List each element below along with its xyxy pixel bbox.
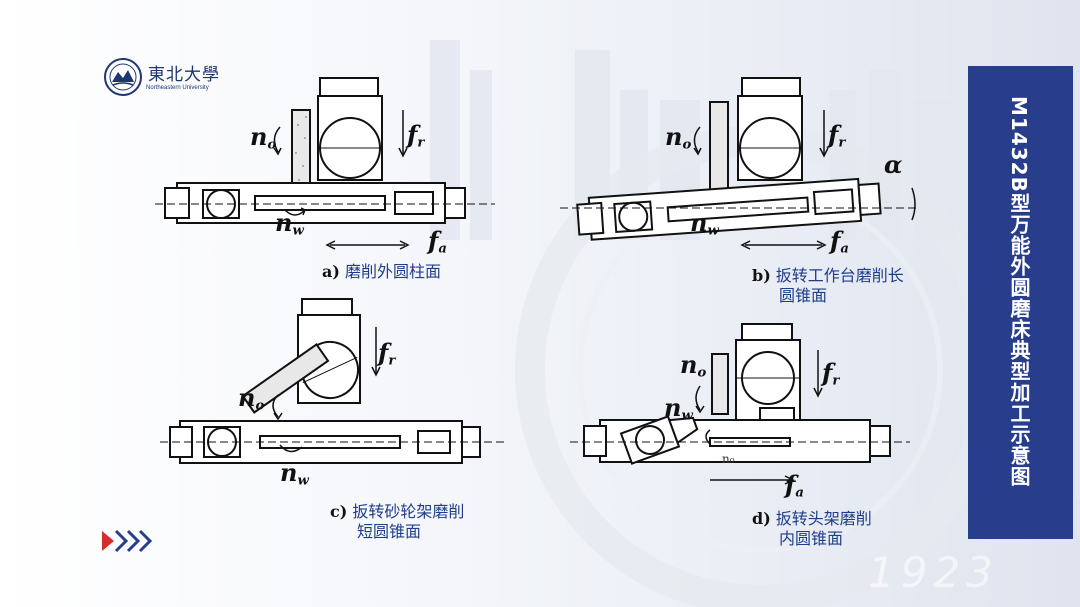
label-wheel-rotation-b: no bbox=[665, 122, 692, 153]
label-alpha-angle: α bbox=[884, 150, 903, 179]
title-bar bbox=[968, 66, 1073, 539]
caption-d: d)扳转头架磨削内圆锥面 bbox=[752, 509, 872, 548]
diagram-b-taper-table bbox=[560, 77, 920, 250]
label-feed-axial-b: fa bbox=[830, 226, 849, 257]
label-feed-axial-d: fa bbox=[785, 470, 804, 501]
logo-chinese-name: 東北大學 bbox=[148, 65, 220, 85]
label-work-rotation-b: nw bbox=[690, 208, 719, 239]
label-feed-radial-c: fr bbox=[378, 338, 396, 369]
chevron-arrows-icon[interactable] bbox=[100, 528, 156, 554]
label-feed-radial-b: fr bbox=[828, 120, 846, 151]
diagram-c-taper-wheelhead bbox=[160, 298, 505, 464]
watermark-year: 1923 bbox=[868, 548, 999, 597]
label-wheel-rotation-d: no bbox=[680, 350, 707, 381]
label-feed-axial-a: fa bbox=[428, 226, 447, 257]
label-wheel-rotation-c: no bbox=[238, 383, 265, 414]
logo-english-name: Northeastern University bbox=[146, 85, 209, 91]
diagram-a-cylinder-grinding bbox=[155, 77, 495, 250]
caption-b: b)扳转工作台磨削长圆锥面 bbox=[752, 266, 904, 305]
label-feed-radial-d: fr bbox=[822, 358, 840, 389]
label-headstock-rotation-d: n₀ bbox=[722, 452, 735, 466]
label-work-rotation-a: nw bbox=[275, 208, 304, 239]
label-wheel-rotation-a: no bbox=[250, 122, 277, 153]
label-work-rotation-c: nw bbox=[280, 458, 309, 489]
slide-title: M1432B型万能外圆磨床典型加工示意图 bbox=[1007, 96, 1031, 487]
caption-c: c)扳转砂轮架磨削短圆锥面 bbox=[330, 502, 465, 541]
diagram-d-taper-headstock bbox=[570, 323, 910, 485]
label-work-rotation-d: nw bbox=[664, 393, 693, 424]
caption-a: a)磨削外圆柱面 bbox=[322, 262, 441, 281]
university-logo bbox=[104, 58, 142, 96]
label-feed-radial-a: fr bbox=[407, 120, 425, 151]
